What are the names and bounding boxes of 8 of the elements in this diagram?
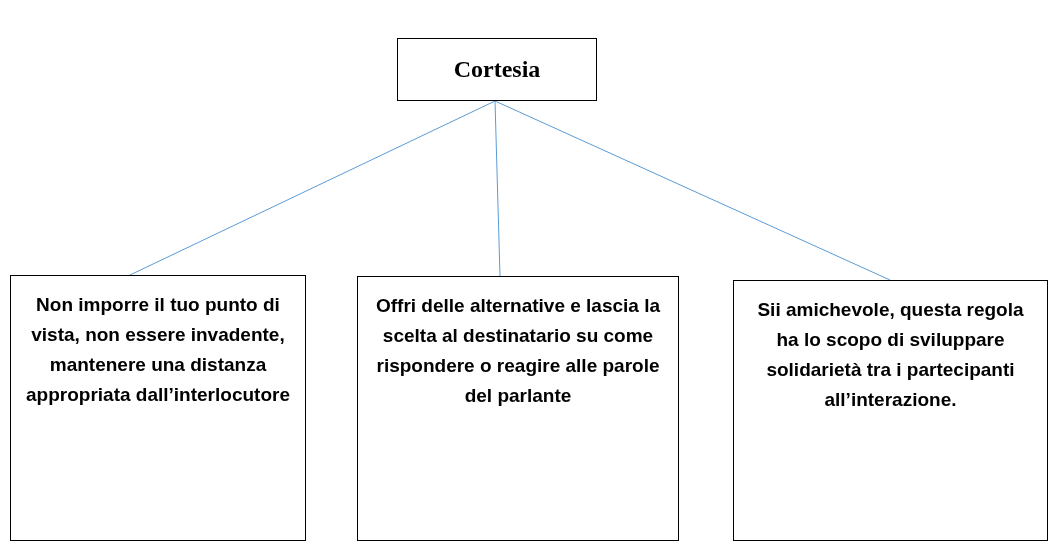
box-text: Offri delle alternative e lascia la scelta al destinatario su come rispondere o reagire alle parole del parlante: [374, 294, 662, 408]
connector-line: [129, 100, 496, 276]
connector-line: [494, 100, 501, 277]
box-text: Non imporre il tuo punto di vista, non essere invadente, mantenere una distanza appropriata dall’interlocutore: [25, 293, 291, 407]
title-box: [397, 38, 597, 101]
box-text: Sii amichevole, questa regola ha lo scopo di sviluppare solidarietà tra i partecipanti all’interazione.: [756, 298, 1025, 412]
box-title: Cortesia: [453, 56, 541, 83]
connector-line: [494, 100, 891, 281]
